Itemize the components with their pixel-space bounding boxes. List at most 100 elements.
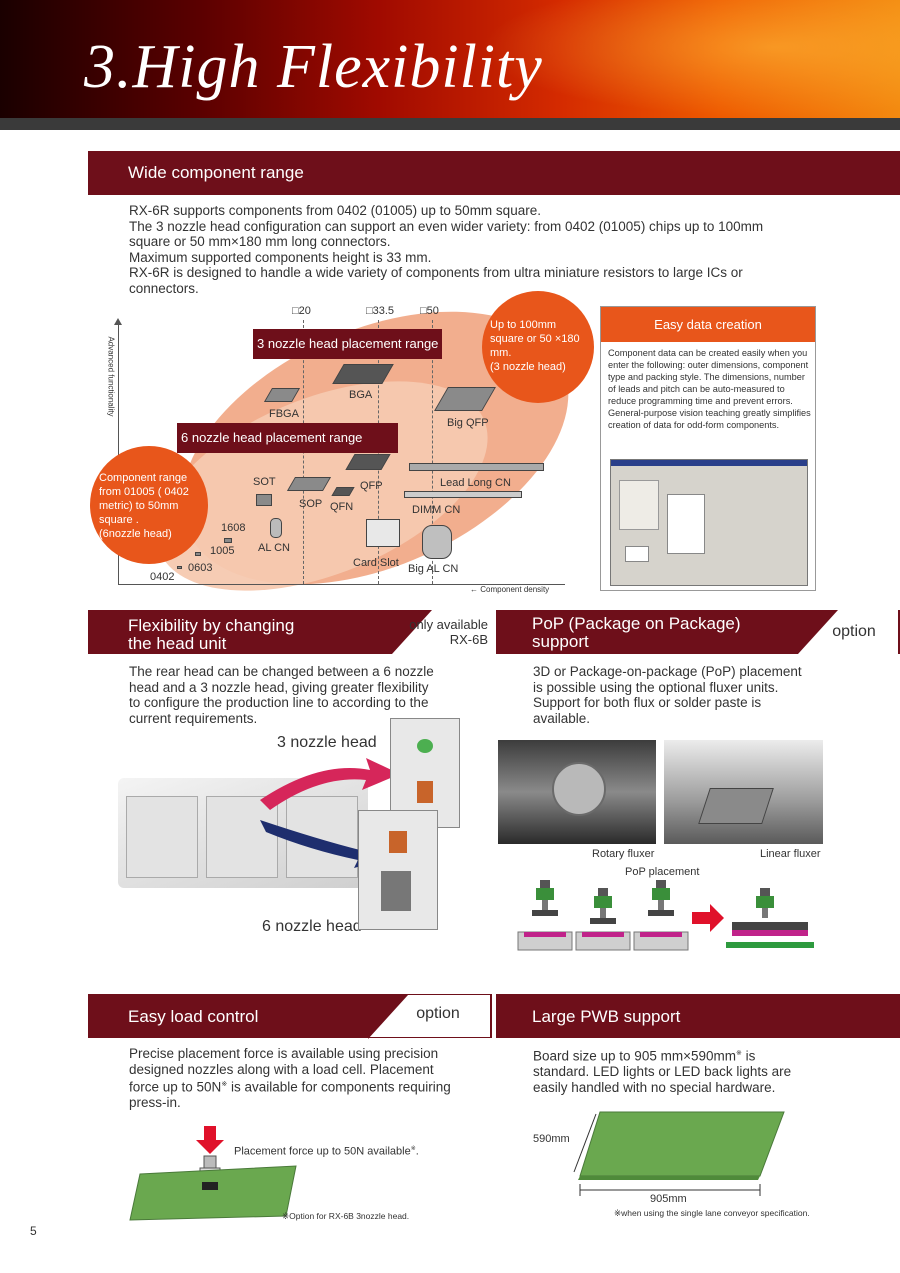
pop-line: 3D or Package-on-package (PoP) placement — [533, 664, 802, 679]
component-label: DIMM CN — [412, 504, 461, 516]
label-3nozzle: 3 nozzle head — [277, 734, 377, 751]
section-pop: PoP (Package on Package) support option — [496, 610, 900, 654]
machine-unit — [126, 796, 198, 878]
option-box: option — [798, 610, 898, 654]
bubble-line: (3 nozzle head) — [490, 361, 566, 373]
bubble-line: square or 50 ×180 — [490, 333, 580, 345]
arrow-left-icon: ← — [470, 585, 478, 594]
x-axis-label-text: Component density — [480, 585, 550, 594]
nozzle-highlight — [389, 831, 407, 853]
component-label: BGA — [349, 389, 373, 401]
size-label: □20 — [292, 305, 311, 317]
component-label: Big QFP — [447, 417, 489, 429]
rotary-fluxer-caption: Rotary fluxer — [592, 848, 655, 860]
component-label: 0603 — [188, 562, 213, 574]
wide-line: The 3 nozzle head configuration can supp… — [129, 218, 764, 234]
component-label: Big AL CN — [408, 563, 459, 575]
pwb-line: Board size up to 905 mm×590mm※ is — [533, 1046, 833, 1064]
arrow-right-icon — [692, 904, 724, 932]
pwb-description: Board size up to 905 mm×590mm※ is standa… — [533, 1046, 833, 1095]
load-line: Precise placement force is available usi… — [129, 1046, 439, 1061]
size-line-50 — [432, 320, 433, 584]
nozzle-highlight — [417, 781, 433, 803]
load-description: Precise placement force is available usi… — [129, 1046, 494, 1111]
bubble-line: mm. — [490, 347, 512, 359]
pop-description: 3D or Package-on-package (PoP) placement… — [533, 664, 833, 726]
fluxer-disk — [552, 762, 606, 816]
force-note: Placement force up to 50N available※. — [234, 1145, 419, 1158]
pop-line: Support for both flux or solder paste is — [533, 695, 762, 710]
load-line: designed nozzles along with a load cell.… — [129, 1061, 434, 1077]
wide-line: RX-6R is designed to handle a wide varie… — [129, 265, 743, 280]
only-available-model: RX-6B — [449, 632, 488, 647]
pwb-height-label: 590mm — [533, 1133, 570, 1145]
head-3nozzle-image — [390, 718, 460, 828]
bubble-6nozzle: Component range from 01005 ( 0402 metric… — [90, 446, 208, 564]
option-label: option — [832, 623, 876, 640]
c1005-chip-icon — [195, 552, 201, 556]
component-label: Card Slot — [353, 557, 399, 569]
nozzle-icon — [203, 1155, 217, 1169]
pop-placement-caption: PoP placement — [625, 866, 700, 878]
component-label: Lead Long CN — [440, 477, 511, 489]
dimm-chip-icon — [404, 491, 522, 498]
linear-fluxer-caption: Linear fluxer — [760, 848, 821, 860]
component-label: QFN — [330, 501, 354, 513]
page-number: 5 — [30, 1224, 37, 1238]
leadlong-chip-icon — [409, 463, 544, 471]
pwb-width-label: 905mm — [650, 1193, 687, 1205]
section-load-control: Easy load control option — [88, 994, 492, 1039]
pwb-line: easily handled with no special hardware. — [533, 1079, 776, 1095]
box-corner — [392, 610, 432, 654]
load-force-rest: is available for components requiring — [227, 1079, 451, 1095]
screenshot-list — [667, 494, 705, 554]
screenshot-form — [619, 480, 659, 530]
load-footnote: ※Option for RX-6B 3nozzle head. — [282, 1211, 410, 1221]
flex-line: current requirements. — [129, 710, 258, 726]
arrow-down-red-icon — [196, 1126, 224, 1154]
only-available-note: only available — [409, 617, 488, 632]
pwb-footnote: ※when using the single lane conveyor spe… — [614, 1208, 810, 1218]
load-control-diagram — [129, 1126, 297, 1221]
pwb-board-edge — [578, 1176, 760, 1180]
fluxer-block — [698, 788, 774, 824]
range-bar-3nozzle: 3 nozzle head placement range — [253, 329, 443, 359]
pop-step-3 — [633, 880, 689, 951]
pcb-board — [129, 1165, 297, 1221]
section-flexibility: Flexibility by changing the head unit on… — [88, 610, 492, 654]
x-axis-label: ← Component density — [470, 585, 549, 594]
alcn-chip-icon — [270, 518, 282, 538]
asterisk-mark: ※ — [735, 1050, 742, 1057]
screenshot-preview — [625, 546, 649, 562]
force-note-text: Placement force up to 50N available — [234, 1145, 411, 1158]
flex-line: head and a 3 nozzle head, giving greater… — [129, 679, 429, 695]
machine-line-image — [118, 778, 368, 888]
height-dim-line — [573, 1113, 597, 1173]
c1608-chip-icon — [224, 538, 232, 543]
option-box: option — [368, 995, 490, 1039]
bubble-line: Component range — [99, 472, 188, 484]
wide-line: square or 50 mm×180 mm long connectors. — [129, 234, 391, 249]
rotary-fluxer-image — [498, 740, 656, 844]
pop-result — [726, 888, 814, 948]
pwb-board — [579, 1111, 785, 1177]
load-line: force up to 50N※ is available for compon… — [129, 1077, 494, 1095]
arrow-down-icon — [260, 820, 390, 868]
section-large-pwb: Large PWB support — [496, 994, 900, 1038]
bigalcn-chip-icon — [422, 525, 452, 559]
bubble-3nozzle: Up to 100mm square or 50 ×180 mm. (3 noz… — [482, 291, 594, 403]
bubble-line: square . — [99, 514, 139, 526]
component-label: AL CN — [258, 542, 290, 554]
section-title: Easy load control — [128, 1007, 259, 1026]
cardslot-chip-icon — [366, 519, 400, 547]
easy-data-title: Easy data creation — [601, 307, 815, 342]
component-label: SOP — [299, 498, 323, 510]
section-title: Large PWB support — [532, 1007, 681, 1026]
y-axis-label: Advanced functionality — [106, 336, 116, 417]
nozzle-highlight — [417, 739, 433, 753]
component-label: QFP — [360, 480, 383, 492]
box-corner — [368, 995, 408, 1039]
section-title: PoP (Package on Package) — [532, 614, 741, 633]
load-force-text: force up to 50N — [129, 1079, 222, 1095]
pop-line: is possible using the optional fluxer un… — [533, 679, 779, 695]
